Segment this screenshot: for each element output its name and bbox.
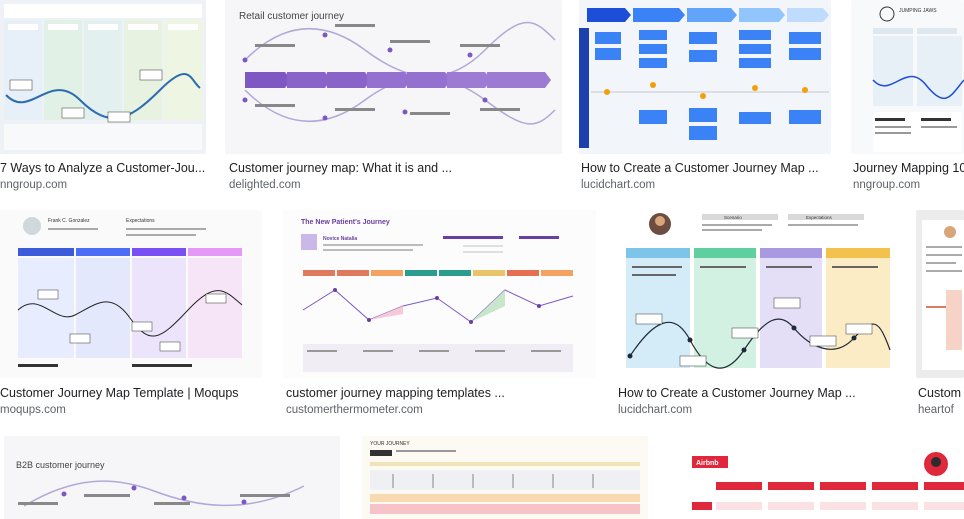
result-source-3: lucidchart.com [581,179,656,191]
result-thumbnail-11[interactable]: Airbnb [670,436,964,519]
result-title-3[interactable]: How to Create a Customer Journey Map ... [581,161,819,175]
result-thumbnail-2[interactable]: Retail customer journey [225,0,562,154]
result-source-7: lucidchart.com [618,404,693,416]
result-thumbnail-7[interactable]: Scenario Expectations [614,210,896,378]
result-title-6[interactable]: customer journey mapping templates ... [286,386,505,400]
lucid-journey-thumbnail [579,0,831,154]
result-source-4: nngroup.com [853,179,921,191]
jumping-jaws-thumbnail: JUMPING JAWS [851,0,964,154]
result-thumbnail-3[interactable] [579,0,831,154]
thumb-name-frank: Frank C. Gonzalez [48,218,90,224]
thumb-scenario: Scenario [724,215,742,220]
thumb-title-airbnb: Airbnb [696,460,719,467]
result-source-6: customerthermometer.com [286,404,423,416]
result-source-8: heartof [918,404,954,416]
result-thumbnail-1[interactable] [0,0,206,154]
retail-journey-thumbnail: Retail customer journey [225,0,562,154]
moqups-journey-thumbnail: Frank C. Gonzalez Expectations [0,210,262,378]
your-journey-thumbnail: YOUR JOURNEY [362,436,648,519]
patient-journey-thumbnail: The New Patient's Journey Novice Natalia [283,210,596,378]
thumb-title-yourjourney: YOUR JOURNEY [370,441,410,447]
result-source-2: delighted.com [229,179,301,191]
thumb-expectations-moqups: Expectations [126,218,155,224]
result-title-7[interactable]: How to Create a Customer Journey Map ... [618,386,856,400]
thumb-title-patient: The New Patient's Journey [301,219,390,226]
thumb-title-b2b: B2B customer journey [16,460,105,470]
lucid-journey-thumbnail-2: Scenario Expectations [614,210,896,378]
thumb-title-jaws: JUMPING JAWS [899,8,937,14]
thumb-persona-natalia: Novice Natalia [323,236,357,242]
airbnb-journey-thumbnail: Airbnb [670,436,964,519]
result-title-5[interactable]: Customer Journey Map Template | Moqups [0,386,239,400]
result-thumbnail-4[interactable]: JUMPING JAWS [851,0,964,154]
thumb-title-retail: Retail customer journey [239,11,344,22]
thumb-expectations-lucid: Expectations [806,215,833,220]
result-title-4[interactable]: Journey Mapping 10 [853,161,964,175]
result-source-1: nngroup.com [0,179,68,191]
journey-map-thumbnail-1 [0,0,206,154]
result-thumbnail-8[interactable] [916,210,964,378]
b2b-journey-thumbnail: B2B customer journey [4,436,340,519]
result-thumbnail-10[interactable]: YOUR JOURNEY [362,436,648,519]
result-thumbnail-9[interactable]: B2B customer journey [4,436,340,519]
result-source-5: moqups.com [0,404,66,416]
result-title-2[interactable]: Customer journey map: What it is and ... [229,161,453,175]
heartof-thumbnail [916,210,964,378]
result-thumbnail-5[interactable]: Frank C. Gonzalez Expectations [0,210,262,378]
result-title-8[interactable]: Custom [918,386,962,400]
result-thumbnail-6[interactable]: The New Patient's Journey Novice Natalia [283,210,596,378]
result-title-1[interactable]: 7 Ways to Analyze a Customer-Jou... [0,161,205,175]
